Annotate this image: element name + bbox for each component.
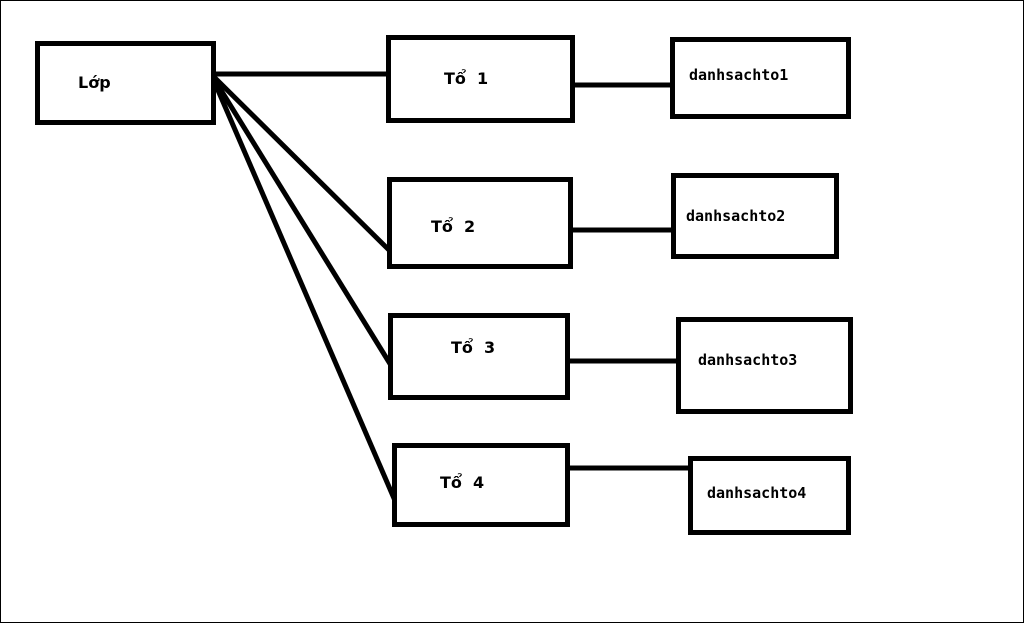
list-node-4-label: danhsachto4: [707, 484, 807, 502]
root-node-label: Lớp: [78, 73, 111, 92]
group-node-2-label: Tổ 2: [431, 217, 476, 236]
list-node-1-label: danhsachto1: [689, 66, 789, 84]
connector-root-group-3: [208, 72, 395, 369]
list-node-4-box: danhsachto4: [688, 456, 851, 535]
group-node-2-box: Tổ 2: [387, 177, 573, 269]
list-node-1-box: danhsachto1: [670, 37, 851, 119]
list-node-3-box: danhsachto3: [676, 317, 853, 414]
group-node-1-label: Tổ 1: [444, 69, 489, 88]
group-node-1-box: Tổ 1: [386, 35, 575, 123]
list-node-2-box: danhsachto2: [671, 173, 839, 259]
list-node-3-label: danhsachto3: [698, 351, 798, 369]
group-node-3-box: Tổ 3: [388, 313, 570, 400]
connector-root-group-4: [208, 73, 399, 504]
connector-root-group-2: [209, 72, 392, 253]
list-node-2-label: danhsachto2: [686, 207, 786, 225]
group-node-3-label: Tổ 3: [451, 338, 496, 357]
group-node-4-box: Tổ 4: [392, 443, 570, 527]
root-node-box: Lớp: [35, 41, 216, 125]
group-node-4-label: Tổ 4: [440, 473, 485, 492]
